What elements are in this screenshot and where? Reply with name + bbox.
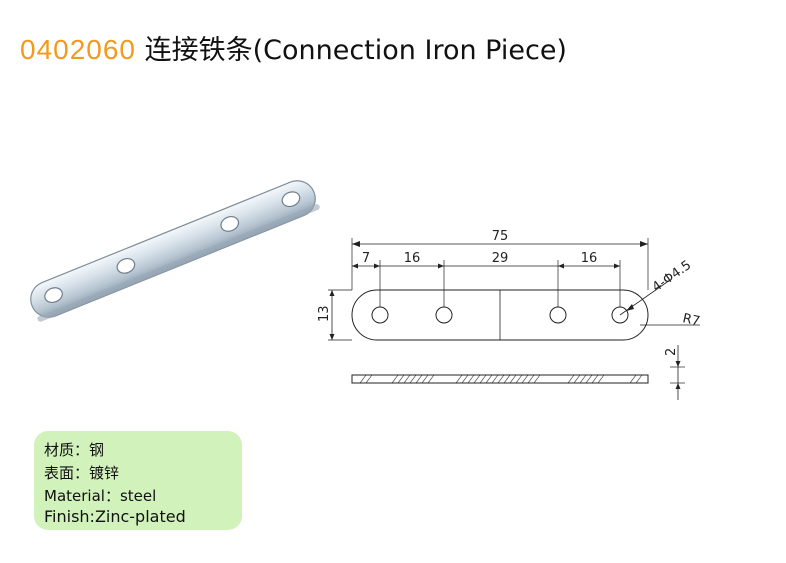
product-code: 0402060: [20, 34, 137, 65]
dim-center: 29: [492, 251, 509, 266]
dim-edge: 7: [362, 251, 370, 266]
page-title: 0402060 连接铁条(Connection Iron Piece): [20, 30, 567, 71]
product-name: 连接铁条(Connection Iron Piece): [136, 35, 567, 66]
section-view: [351, 374, 649, 384]
dim-thickness: 2: [664, 348, 679, 356]
dim-overall-length: 75: [492, 229, 509, 244]
dim-left: 16: [404, 251, 421, 266]
spec-finish-cn: 表面：镀锌: [44, 464, 120, 482]
metal-plate-photo: [30, 180, 320, 322]
dim-height: 13: [317, 305, 332, 322]
dim-hole-spec: 4-Φ4.5: [650, 258, 695, 295]
dim-right: 16: [581, 251, 598, 266]
dim-radius: R7: [681, 311, 701, 329]
plate-holes: [44, 191, 301, 304]
spec-material-en: Material：steel: [44, 487, 157, 505]
spec-finish-en: Finish:Zinc-plated: [44, 507, 186, 526]
spec-box: 材质：钢 表面：镀锌 Material：steel Finish:Zinc-pl…: [34, 431, 242, 530]
spec-material-cn: 材质：钢: [44, 441, 105, 459]
technical-drawing: 75 7 16 29 16 13 4-Φ4.5 R7 2: [317, 229, 701, 400]
